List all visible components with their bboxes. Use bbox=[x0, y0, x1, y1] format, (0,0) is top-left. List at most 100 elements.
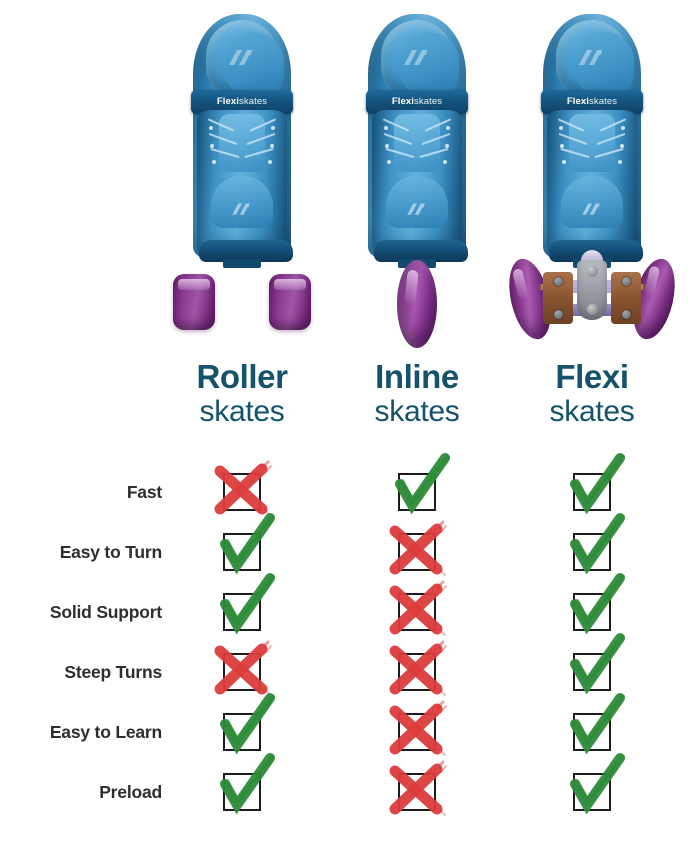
boot-strap-label: Flexiskates bbox=[391, 96, 443, 108]
comparison-cell-inline[interactable] bbox=[332, 520, 502, 582]
boot-eyelet bbox=[445, 144, 449, 148]
row-label: Fast bbox=[126, 481, 162, 502]
boot-eyelet bbox=[270, 144, 274, 148]
comparison-cell-flexi[interactable] bbox=[507, 513, 677, 582]
boot-tongue bbox=[394, 114, 440, 172]
column-heading-roller: Roller skates bbox=[157, 360, 327, 427]
boot-strap-label: Flexiskates bbox=[566, 96, 618, 108]
skate-boot-flexi: Flexiskates bbox=[541, 14, 643, 268]
checkbox[interactable] bbox=[398, 473, 436, 511]
boot-eyelet bbox=[618, 160, 622, 164]
comparison-row: Preload bbox=[0, 753, 700, 822]
comparison-cell-roller[interactable] bbox=[157, 753, 327, 822]
checkbox[interactable] bbox=[398, 593, 436, 631]
row-label: Preload bbox=[99, 781, 162, 802]
truck-arm-right bbox=[611, 272, 641, 324]
comparison-cell-inline[interactable] bbox=[332, 580, 502, 642]
column-heading-flexi: Flexi skates bbox=[507, 360, 677, 427]
boot-eyelet bbox=[210, 144, 214, 148]
checkbox[interactable] bbox=[573, 713, 611, 751]
boot-cuff-inner bbox=[576, 32, 634, 94]
flexiskates-logo-icon bbox=[229, 202, 255, 217]
boot-strap-label: Flexiskates bbox=[216, 96, 268, 108]
checkbox[interactable] bbox=[223, 533, 261, 571]
comparison-cell-inline[interactable] bbox=[332, 700, 502, 762]
boot-tongue bbox=[219, 114, 265, 172]
comparison-cell-roller[interactable] bbox=[157, 460, 327, 522]
column-heading-inline: Inline skates bbox=[332, 360, 502, 427]
boot-eyelet bbox=[443, 160, 447, 164]
checkbox[interactable] bbox=[223, 713, 261, 751]
flexi-truck-assembly bbox=[502, 250, 682, 348]
checkbox[interactable] bbox=[573, 773, 611, 811]
comparison-cell-roller[interactable] bbox=[157, 513, 327, 582]
roller-wheel-right bbox=[269, 274, 311, 330]
comparison-cell-roller[interactable] bbox=[157, 573, 327, 642]
truck-bolt bbox=[621, 277, 631, 286]
comparison-cell-inline[interactable] bbox=[332, 640, 502, 702]
checkbox[interactable] bbox=[398, 713, 436, 751]
boot-eyelet bbox=[387, 160, 391, 164]
truck-bolt bbox=[553, 310, 563, 319]
comparison-cell-flexi[interactable] bbox=[507, 573, 677, 642]
checkbox[interactable] bbox=[573, 593, 611, 631]
boot-lower bbox=[547, 110, 643, 262]
comparison-cell-inline[interactable] bbox=[332, 453, 502, 522]
boot-sole bbox=[199, 240, 293, 262]
boot-vamp bbox=[561, 176, 623, 228]
comparison-cell-inline[interactable] bbox=[332, 760, 502, 822]
boot-eyelet bbox=[446, 126, 450, 130]
column-heading-title: Roller bbox=[196, 358, 288, 395]
comparison-row: Solid Support bbox=[0, 573, 700, 642]
product-image-row: Flexiskates bbox=[0, 0, 700, 350]
boot-sole bbox=[374, 240, 468, 262]
comparison-cell-flexi[interactable] bbox=[507, 693, 677, 762]
checkbox[interactable] bbox=[573, 653, 611, 691]
roller-wheel-assembly bbox=[157, 258, 327, 348]
truck-bolt bbox=[621, 310, 631, 319]
comparison-cell-roller[interactable] bbox=[157, 640, 327, 702]
checkbox[interactable] bbox=[223, 653, 261, 691]
column-heading-subtitle: skates bbox=[549, 395, 635, 428]
row-label: Steep Turns bbox=[64, 661, 162, 682]
boot-vamp bbox=[211, 176, 273, 228]
checkbox[interactable] bbox=[573, 473, 611, 511]
boot-eyelet bbox=[385, 144, 389, 148]
truck-pivot-pin bbox=[586, 304, 598, 315]
checkbox[interactable] bbox=[223, 593, 261, 631]
boot-cuff bbox=[556, 20, 634, 94]
skate-boot-inline: Flexiskates bbox=[366, 14, 468, 268]
truck-pivot-pin bbox=[586, 266, 598, 277]
truck-bolt bbox=[553, 277, 563, 286]
boot-eyelet bbox=[209, 126, 213, 130]
product-roller-skates: Flexiskates bbox=[157, 0, 327, 350]
checkbox[interactable] bbox=[573, 533, 611, 571]
boot-eyelet bbox=[560, 144, 564, 148]
checkbox[interactable] bbox=[398, 533, 436, 571]
boot-eyelet bbox=[621, 126, 625, 130]
boot-lower bbox=[372, 110, 468, 262]
comparison-cell-flexi[interactable] bbox=[507, 633, 677, 702]
boot-cuff-inner bbox=[226, 32, 284, 94]
flexiskates-logo-icon bbox=[404, 202, 430, 217]
flexiskates-logo-icon bbox=[225, 48, 259, 68]
comparison-cell-flexi[interactable] bbox=[507, 753, 677, 822]
comparison-cell-flexi[interactable] bbox=[507, 453, 677, 522]
checkbox[interactable] bbox=[223, 473, 261, 511]
flexiskates-logo-icon bbox=[400, 48, 434, 68]
comparison-row: Easy to Learn bbox=[0, 693, 700, 762]
inline-wheel bbox=[397, 260, 437, 348]
comparison-row: Fast bbox=[0, 453, 700, 522]
boot-lower bbox=[197, 110, 293, 262]
boot-eyelet bbox=[620, 144, 624, 148]
checkbox[interactable] bbox=[223, 773, 261, 811]
boot-tongue bbox=[569, 114, 615, 172]
comparison-cell-roller[interactable] bbox=[157, 693, 327, 762]
boot-eyelet bbox=[268, 160, 272, 164]
checkbox[interactable] bbox=[398, 653, 436, 691]
truck-cap bbox=[581, 250, 603, 262]
checkbox[interactable] bbox=[398, 773, 436, 811]
boot-eyelet bbox=[559, 126, 563, 130]
